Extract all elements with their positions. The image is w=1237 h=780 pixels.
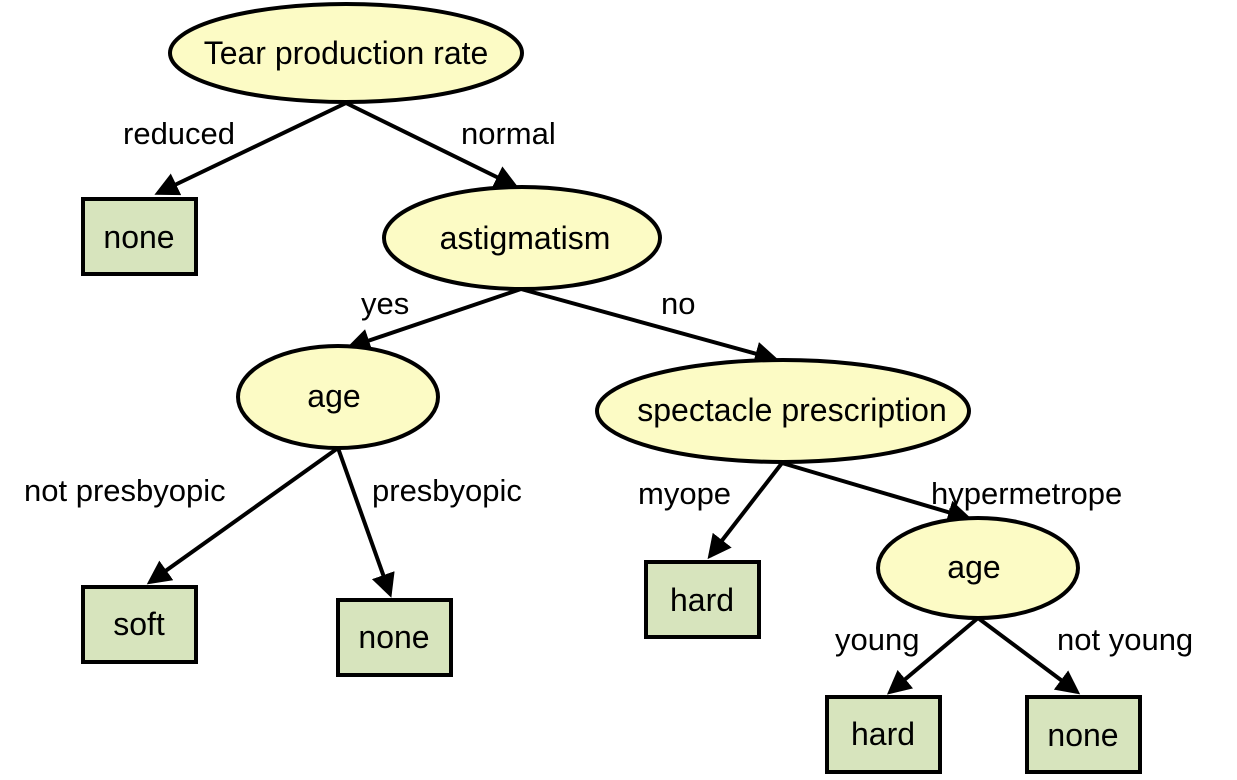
edge-label-presbyopic: presbyopic [372,473,522,508]
edge-label-not-young: not young [1057,622,1193,657]
leaf-hard-1: hard [644,560,761,639]
leaf-none-3: none [1025,695,1142,774]
edge-presbyopic [336,447,395,598]
leaf-hard-2: hard [825,695,942,774]
node-label-spectacle-prescription: spectacle prescription [637,392,946,428]
edge-label-not-presbyopic: not presbyopic [24,473,226,508]
node-age-1: age [236,344,440,450]
node-label-tear-production-rate: Tear production rate [204,35,489,71]
edge-normal [345,101,519,188]
node-label-age-2: age [947,549,1000,585]
edge-no [520,287,779,366]
leaf-none-1: none [81,197,198,276]
node-astigmatism: astigmatism [382,185,662,291]
leaf-label-hard-1: hard [670,582,734,618]
edge-label-yes: yes [361,286,409,321]
node-label-age-1: age [307,378,360,414]
node-age-2: age [876,516,1080,620]
edge-label-myope: myope [638,476,731,511]
node-tear-production-rate: Tear production rate [168,2,524,104]
edge-labels: reduced normal yes no not presbyopic pre… [24,116,1193,657]
edge-young [886,616,980,695]
edge-label-young: young [835,622,919,657]
leaf-label-hard-2: hard [851,716,915,752]
edge-label-no: no [661,286,695,321]
leaf-label-none-1: none [103,219,174,255]
leaf-label-soft: soft [113,606,165,642]
edge-not-young [976,616,1081,695]
leaf-label-none-3: none [1047,717,1118,753]
leaf-label-none-2: none [358,619,429,655]
edges [146,101,1081,695]
edge-label-reduced: reduced [123,116,235,151]
edge-label-normal: normal [461,116,556,151]
edge-not-presbyopic [146,446,340,585]
edge-yes [346,287,522,352]
leaf-nodes: none soft none hard hard none [81,197,1142,774]
edge-hypermetrope [781,461,972,524]
leaf-soft: soft [81,585,198,664]
edge-reduced [154,101,347,196]
node-label-astigmatism: astigmatism [440,220,611,256]
node-spectacle-prescription: spectacle prescription [595,358,971,464]
edge-myope [707,461,784,560]
edge-label-hypermetrope: hypermetrope [931,476,1122,511]
leaf-none-2: none [336,598,453,677]
decision-nodes: Tear production rate astigmatism age spe… [168,2,1080,620]
